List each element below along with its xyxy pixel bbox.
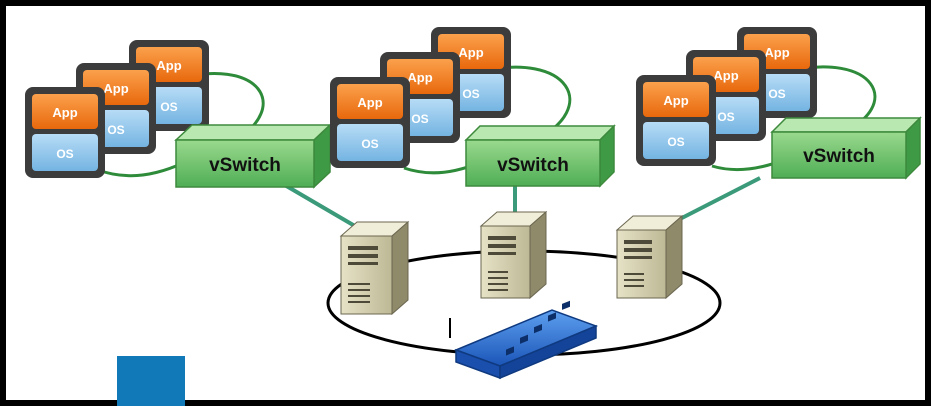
app-label: App — [52, 105, 77, 120]
vm-1-1: App OS — [25, 87, 105, 178]
vswitch-1: vSwitch — [174, 123, 332, 189]
os-label: OS — [107, 123, 124, 137]
app-label: App — [663, 93, 688, 108]
vm-group-2: App OS App OS App OS vSwitch — [330, 27, 616, 188]
os-label: OS — [462, 87, 479, 101]
vm-3-1: App OS — [636, 75, 716, 166]
app-label: App — [357, 95, 382, 110]
server-1 — [339, 220, 410, 316]
os-label: OS — [160, 100, 177, 114]
physical-switch — [453, 300, 599, 380]
blue-square — [117, 356, 185, 406]
app-label: App — [407, 70, 432, 85]
vswitch-label: vSwitch — [497, 155, 569, 176]
app-label: App — [156, 58, 181, 73]
server-2 — [479, 210, 548, 300]
os-label: OS — [768, 87, 785, 101]
os-label: OS — [56, 147, 73, 161]
uplink-3 — [675, 176, 761, 223]
vm-2-1: App OS — [330, 77, 410, 168]
vswitch-label: vSwitch — [209, 155, 281, 176]
os-label: OS — [361, 137, 378, 151]
app-label: App — [713, 68, 738, 83]
app-label: App — [103, 81, 128, 96]
vswitch-2: vSwitch — [464, 124, 616, 188]
os-label: OS — [667, 135, 684, 149]
os-label: OS — [411, 112, 428, 126]
vm-group-3: App OS App OS App OS vSwitch — [636, 27, 922, 180]
vswitch-3: vSwitch — [770, 116, 922, 180]
server-3 — [615, 214, 684, 300]
os-label: OS — [717, 110, 734, 124]
app-label: App — [764, 45, 789, 60]
vswitch-label: vSwitch — [803, 146, 875, 167]
vm-group-1: App OS App OS App OS — [25, 40, 332, 189]
app-label: App — [458, 45, 483, 60]
